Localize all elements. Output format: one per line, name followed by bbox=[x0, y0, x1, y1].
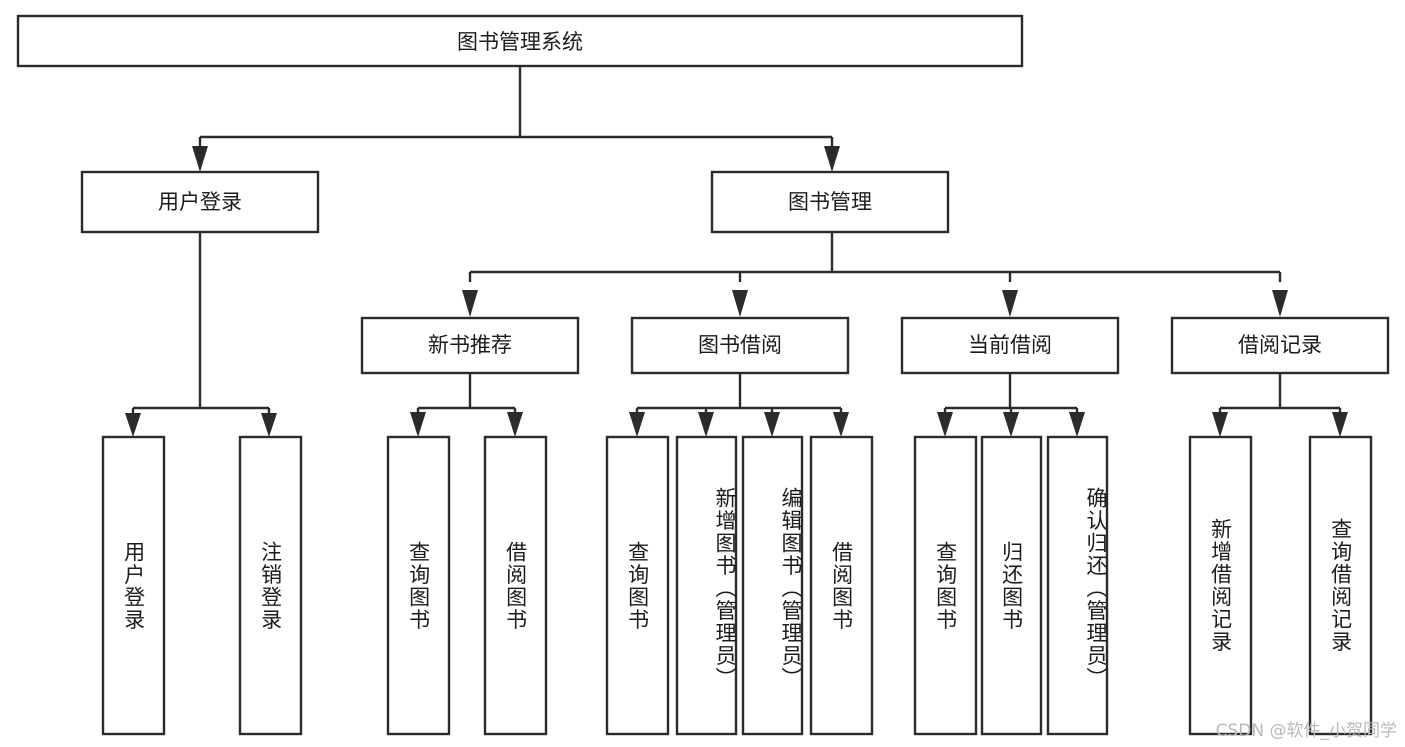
node-current-borrow[interactable]: 当前借阅 bbox=[900, 316, 1120, 375]
connector-bookmgmt-to-level3 bbox=[462, 232, 1288, 317]
connector-currentborrow-to-leaves bbox=[937, 373, 1085, 437]
leaf-box-book-borrow-1[interactable] bbox=[675, 435, 738, 736]
leaf-label-book-borrow-3: 借阅图书 bbox=[829, 540, 854, 631]
node-current-borrow-label: 当前借阅 bbox=[968, 333, 1052, 357]
leaf-label-current-borrow-2: 确认归还（管理员） bbox=[1084, 487, 1108, 690]
leaf-label-current-borrow-1: 归还图书 bbox=[999, 540, 1024, 631]
leaf-label-book-borrow-2: 编辑图书（管理员） bbox=[779, 487, 803, 690]
leaf-box-book-borrow-0[interactable] bbox=[605, 435, 670, 736]
leaf-label-borrow-record-1: 查询借阅记录 bbox=[1328, 518, 1353, 653]
leaf-box-user-login-1[interactable] bbox=[238, 435, 303, 736]
connector-borrowrecord-to-leaves bbox=[1212, 373, 1348, 437]
leaf-box-book-borrow-2[interactable] bbox=[741, 435, 804, 736]
leaf-label-user-login-1: 注销登录 bbox=[258, 540, 283, 631]
leaf-box-borrow-record-0[interactable] bbox=[1188, 435, 1253, 736]
leaf-label-book-borrow-1: 新增图书（管理员） bbox=[713, 487, 737, 690]
connector-bookborrow-to-leaves bbox=[629, 373, 849, 437]
node-book-management-label: 图书管理 bbox=[788, 190, 872, 214]
leaf-box-current-borrow-1[interactable] bbox=[980, 435, 1043, 736]
node-borrow-record[interactable]: 借阅记录 bbox=[1170, 316, 1390, 375]
connector-userlogin-to-leaves bbox=[125, 232, 277, 437]
leaf-box-new-book-0[interactable] bbox=[386, 435, 451, 736]
leaf-box-current-borrow-0[interactable] bbox=[913, 435, 978, 736]
leaf-label-borrow-record-0: 新增借阅记录 bbox=[1208, 518, 1233, 653]
node-user-login[interactable]: 用户登录 bbox=[80, 170, 320, 234]
leaf-box-book-borrow-3[interactable] bbox=[809, 435, 874, 736]
leaf-label-book-borrow-0: 查询图书 bbox=[625, 540, 650, 631]
leaf-label-user-login-0: 用户登录 bbox=[121, 540, 146, 631]
leaf-box-current-borrow-2[interactable] bbox=[1046, 435, 1109, 736]
connector-root-to-level2 bbox=[192, 66, 840, 172]
leaf-label-new-book-1: 借阅图书 bbox=[503, 540, 528, 631]
node-root-system[interactable]: 图书管理系统 bbox=[16, 14, 1024, 68]
leaf-label-current-borrow-0: 查询图书 bbox=[933, 540, 958, 631]
node-borrow-record-label: 借阅记录 bbox=[1238, 333, 1322, 357]
leaf-label-new-book-0: 查询图书 bbox=[406, 540, 431, 631]
node-new-book-recommend[interactable]: 新书推荐 bbox=[360, 316, 580, 375]
leaf-box-new-book-1[interactable] bbox=[483, 435, 548, 736]
connector-newbook-to-leaves bbox=[410, 373, 523, 437]
node-book-borrow[interactable]: 图书借阅 bbox=[630, 316, 850, 375]
leaf-box-user-login-0[interactable] bbox=[101, 435, 166, 736]
node-new-book-recommend-label: 新书推荐 bbox=[428, 333, 512, 357]
csdn-watermark: CSDN @软件_小贺同学 bbox=[1215, 721, 1397, 741]
node-book-borrow-label: 图书借阅 bbox=[698, 333, 782, 357]
node-user-login-label: 用户登录 bbox=[158, 190, 242, 214]
leaf-box-borrow-record-1[interactable] bbox=[1308, 435, 1373, 736]
node-root-system-label: 图书管理系统 bbox=[457, 30, 583, 54]
node-book-management[interactable]: 图书管理 bbox=[710, 170, 950, 234]
